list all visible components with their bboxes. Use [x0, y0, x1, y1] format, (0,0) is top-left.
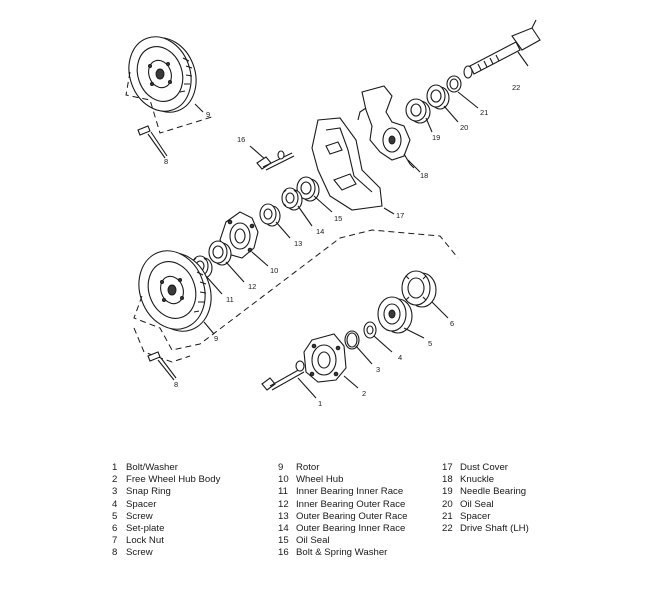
callout-4: 4: [398, 353, 402, 362]
callout-14: 14: [316, 227, 324, 236]
callout-20: 20: [460, 123, 468, 132]
oil-seal: [426, 84, 459, 123]
oil-seal-15: [296, 176, 333, 213]
parts-drawing: 9 8 16 17 18 19 20 21 22 15 14 13 12 11 …: [125, 19, 541, 408]
wheel-hub: [219, 211, 269, 267]
free-wheel-hub-body: [303, 333, 359, 389]
screw-5: [377, 296, 425, 339]
lower-screw: [147, 351, 177, 381]
callout-2: 2: [362, 389, 366, 398]
callout-8-upper: 8: [164, 157, 168, 166]
bolt-washer: [261, 360, 317, 399]
outer-bearing-inner-race: [281, 187, 313, 227]
callout-6: 6: [450, 319, 454, 328]
upper-rotor: [128, 36, 197, 113]
callout-13: 13: [294, 239, 302, 248]
callout-22: 22: [512, 83, 520, 92]
spacer-21: [446, 75, 479, 109]
callout-12: 12: [248, 282, 256, 291]
callout-1: 1: [318, 399, 322, 408]
bolt-spring-washer: [249, 145, 295, 171]
callout-19: 19: [432, 133, 440, 142]
callout-8-lower: 8: [174, 380, 178, 389]
callout-21: 21: [480, 108, 488, 117]
snap-ring: [344, 330, 373, 365]
lower-rotor: [138, 250, 215, 335]
callout-9-lower: 9: [214, 334, 218, 343]
spacer-4: [363, 321, 393, 353]
callout-10: 10: [270, 266, 278, 275]
knuckle: [357, 85, 421, 173]
callout-18: 18: [420, 171, 428, 180]
callout-16: 16: [237, 135, 245, 144]
needle-bearing: [405, 98, 433, 133]
callout-15: 15: [334, 214, 342, 223]
drive-shaft: [463, 19, 541, 79]
dust-cover: [311, 117, 395, 215]
outer-bearing-outer-race: [259, 203, 291, 239]
inner-bearing-outer-race: [208, 240, 245, 283]
callout-9-upper: 9: [206, 110, 210, 119]
callout-11: 11: [226, 295, 234, 304]
set-plate: [401, 270, 449, 319]
callout-5: 5: [428, 339, 432, 348]
callout-17: 17: [396, 211, 404, 220]
callout-3: 3: [376, 365, 380, 374]
upper-screw: [137, 125, 168, 159]
